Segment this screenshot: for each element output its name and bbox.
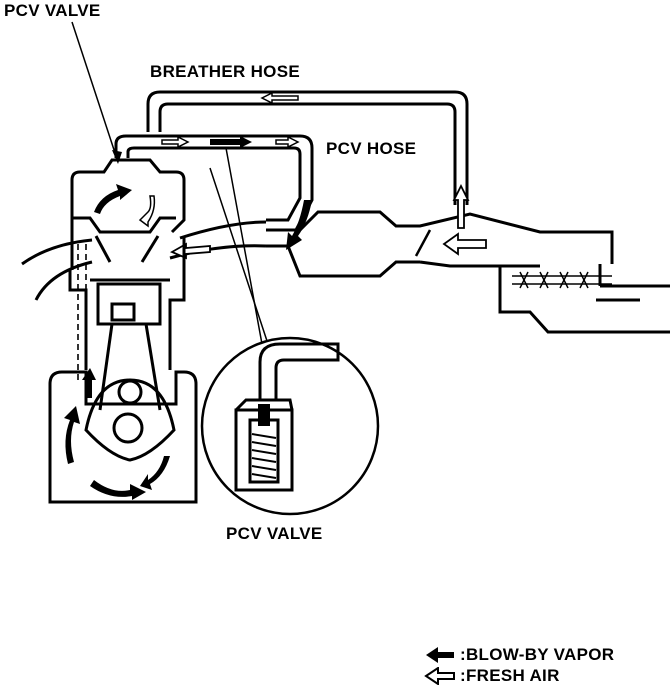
pcv-hose xyxy=(114,134,314,232)
fresh-air-arrow-hose-1 xyxy=(161,135,190,149)
pcv-valve-label: PCV VALVE xyxy=(4,1,101,20)
crank-pin xyxy=(112,412,144,444)
throttle-plate xyxy=(414,229,432,257)
breather-hose xyxy=(146,90,469,205)
engine-head xyxy=(70,158,186,270)
breather-hose-label: BREATHER HOSE xyxy=(150,62,300,81)
legend-fresh-air-label: :FRESH AIR xyxy=(460,666,560,685)
fresh-air-arrow-breather xyxy=(260,91,299,105)
intake-port xyxy=(21,238,93,301)
pcv-valve-spring xyxy=(251,433,277,479)
crankcase xyxy=(48,323,198,504)
fresh-air-arrow-hose-2 xyxy=(275,135,300,149)
leader-lines xyxy=(71,21,269,345)
blow-by-arrow-crank-4 xyxy=(82,368,96,398)
pcv-valve-detail-circle xyxy=(200,336,380,516)
fresh-air-arrow-manifold xyxy=(169,242,211,260)
pcv-hose-label: PCV HOSE xyxy=(326,139,417,158)
fresh-air-arrow-head xyxy=(138,195,156,228)
blow-by-arrow-head xyxy=(94,184,132,214)
legend-blow-by: :BLOW-BY VAPOR xyxy=(424,645,614,665)
legend-blow-by-label: :BLOW-BY VAPOR xyxy=(460,645,615,664)
blow-by-arrow-down xyxy=(286,200,312,250)
blow-by-arrow-crank-2 xyxy=(90,480,146,500)
air-cleaner-element xyxy=(512,271,612,289)
pcv-valve-pointer-arrow xyxy=(112,150,122,164)
legend-fresh-air: :FRESH AIR xyxy=(424,666,560,686)
fresh-air-arrow-intake xyxy=(442,232,487,256)
fresh-air-arrow-up xyxy=(452,183,470,229)
pcv-valve-detail-label: PCV VALVE xyxy=(226,524,323,543)
solid-arrow-left-icon xyxy=(426,647,454,663)
outline-arrow-left-icon xyxy=(424,667,455,685)
blow-by-path-dashed xyxy=(77,240,87,380)
cylinder-block xyxy=(68,236,186,370)
blow-by-arrow-crank-1 xyxy=(64,406,80,464)
crank-journal xyxy=(117,379,143,405)
blow-by-arrow-crank-3 xyxy=(140,456,170,490)
pcv-valve-plunger xyxy=(258,404,270,426)
blow-by-arrow-hose xyxy=(210,136,252,148)
